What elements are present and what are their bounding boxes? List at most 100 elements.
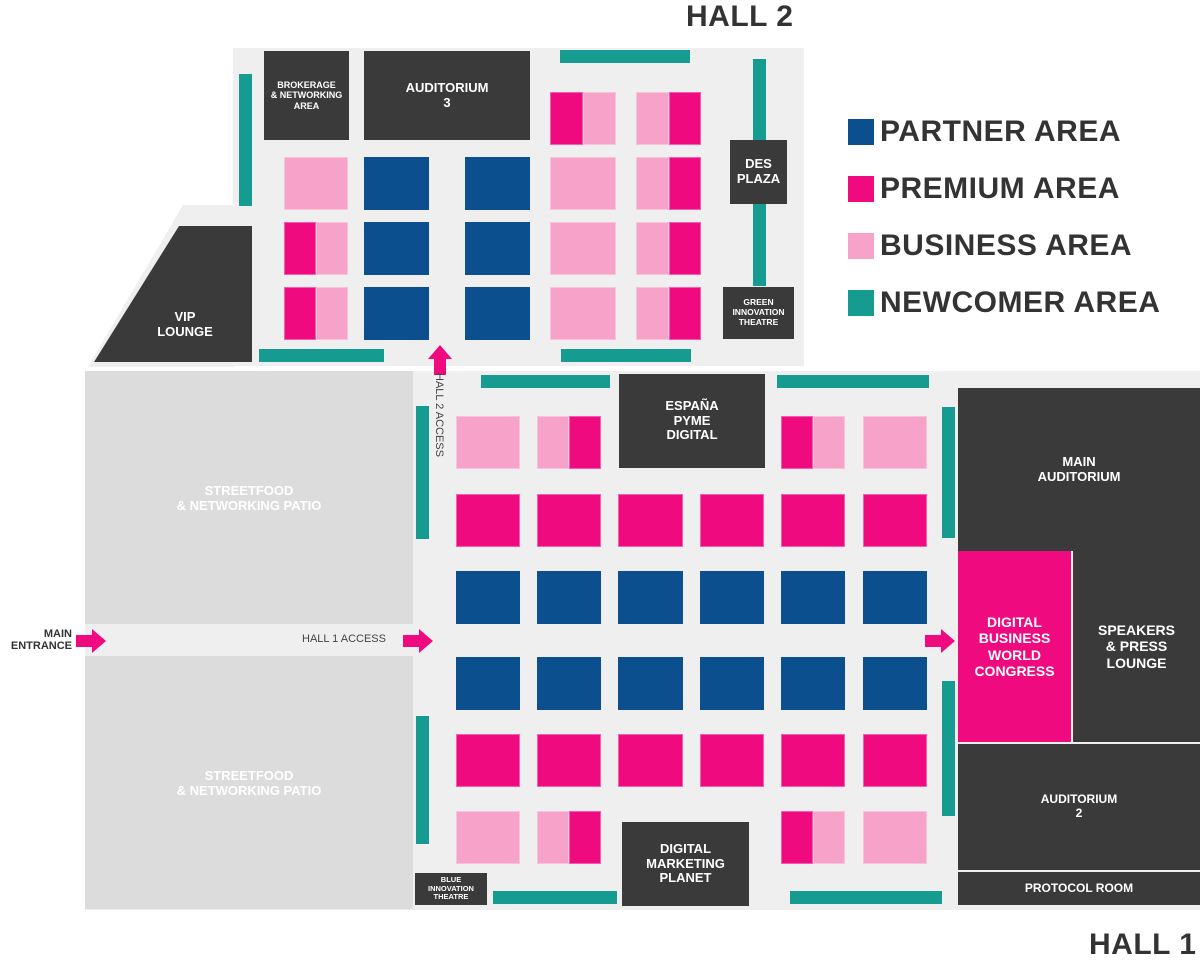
newcomer-strip[interactable] [239,74,252,206]
booth-premium[interactable] [863,734,927,787]
digital-business-world-congress[interactable]: DIGITAL BUSINESS WORLD CONGRESS [958,551,1071,742]
auditorium-3[interactable]: AUDITORIUM 3 [364,51,530,140]
booth-premium[interactable] [618,734,683,787]
booth-business[interactable] [316,287,348,340]
booth-partner[interactable] [537,657,601,710]
legend-premium-swatch [848,175,874,202]
newcomer-strip[interactable] [561,349,691,362]
main-auditorium[interactable]: MAIN AUDITORIUM [958,388,1200,551]
booth-business[interactable] [813,811,845,864]
newcomer-strip[interactable] [777,375,929,388]
booth-premium[interactable] [669,287,701,340]
booth-premium[interactable] [781,734,845,787]
booth-premium[interactable] [550,92,583,145]
legend-newcomer-swatch [848,289,874,316]
booth-business[interactable] [583,92,616,145]
legend-business-label: BUSINESS AREA [880,228,1133,262]
booth-premium[interactable] [700,494,764,547]
booth-premium[interactable] [456,734,520,787]
newcomer-strip[interactable] [560,50,690,63]
booth-partner[interactable] [465,157,530,210]
streetfood-patio-bottom: STREETFOOD & NETWORKING PATIO [85,656,413,909]
booth-partner[interactable] [364,157,429,210]
booth-business[interactable] [636,157,669,210]
booth-partner[interactable] [863,657,927,710]
booth-partner[interactable] [781,657,845,710]
newcomer-strip[interactable] [481,375,610,388]
booth-business[interactable] [636,287,669,340]
newcomer-strip[interactable] [753,204,766,286]
booth-business[interactable] [863,416,927,469]
booth-premium[interactable] [456,494,520,547]
booth-premium[interactable] [569,416,601,469]
auditorium-2[interactable]: AUDITORIUM 2 [958,744,1200,870]
streetfood-patio-top: STREETFOOD & NETWORKING PATIO [85,371,413,624]
booth-business[interactable] [316,222,348,275]
booth-business[interactable] [550,157,616,210]
newcomer-strip[interactable] [259,349,384,362]
newcomer-strip[interactable] [493,891,617,904]
booth-premium[interactable] [284,287,316,340]
booth-business[interactable] [550,222,616,275]
booth-premium[interactable] [781,811,813,864]
booth-partner[interactable] [537,571,601,624]
booth-premium[interactable] [537,494,601,547]
booth-premium[interactable] [569,811,601,864]
booth-partner[interactable] [700,657,764,710]
booth-premium[interactable] [618,494,683,547]
booth-partner[interactable] [700,571,764,624]
des-plaza[interactable]: DES PLAZA [730,140,787,204]
booth-partner[interactable] [465,222,530,275]
newcomer-strip[interactable] [753,59,766,140]
booth-business[interactable] [537,811,569,864]
booth-business[interactable] [813,416,845,469]
booth-premium[interactable] [669,222,701,275]
blue-innovation-theatre[interactable]: BLUE INNOVATION THEATRE [415,873,487,905]
booth-premium[interactable] [669,157,701,210]
booth-partner[interactable] [456,657,520,710]
booth-premium[interactable] [781,416,813,469]
newcomer-strip[interactable] [942,681,955,816]
booth-partner[interactable] [618,571,683,624]
newcomer-strip[interactable] [790,891,942,904]
booth-business[interactable] [636,222,669,275]
booth-business[interactable] [456,811,520,864]
digital-marketing-planet[interactable]: DIGITAL MARKETING PLANET [622,822,749,906]
booth-premium[interactable] [537,734,601,787]
legend: PARTNER AREA PREMIUM AREA BUSINESS AREA … [848,103,1160,331]
booth-business[interactable] [636,92,669,145]
green-innovation-theatre[interactable]: GREEN INNOVATION THEATRE [723,287,794,339]
booth-business[interactable] [537,416,569,469]
booth-premium[interactable] [284,222,316,275]
booth-premium[interactable] [781,494,845,547]
booth-business[interactable] [863,811,927,864]
booth-partner[interactable] [465,287,530,340]
protocol-room[interactable]: PROTOCOL ROOM [958,872,1200,905]
speakers-press-lounge[interactable]: SPEAKERS & PRESS LOUNGE [1073,551,1200,742]
vip-lounge-shape[interactable] [94,226,252,362]
booth-premium[interactable] [700,734,764,787]
auditorium-entrance-arrow-icon[interactable] [925,629,955,653]
booth-business[interactable] [550,287,616,340]
newcomer-strip[interactable] [942,407,955,538]
legend-premium: PREMIUM AREA [848,160,1160,217]
booth-partner[interactable] [863,571,927,624]
booth-business[interactable] [456,416,520,469]
brokerage-networking-area[interactable]: BROKERAGE & NETWORKING AREA [264,51,349,140]
booth-partner[interactable] [364,222,429,275]
booth-premium[interactable] [669,92,701,145]
booth-premium[interactable] [863,494,927,547]
booth-business[interactable] [284,157,348,210]
hall1-title: HALL 1 [1089,928,1197,961]
booth-partner[interactable] [781,571,845,624]
booth-partner[interactable] [456,571,520,624]
main-entrance-arrow-icon[interactable] [76,629,106,653]
booth-partner[interactable] [618,657,683,710]
hall1-access-arrow-icon[interactable] [403,629,433,653]
hall1-access-corridor [105,626,440,656]
newcomer-strip[interactable] [416,406,429,539]
espana-pyme-digital[interactable]: ESPAÑA PYME DIGITAL [619,374,765,468]
hall2-access-arrow-icon[interactable] [428,345,452,375]
booth-partner[interactable] [364,287,429,340]
newcomer-strip[interactable] [416,716,429,844]
